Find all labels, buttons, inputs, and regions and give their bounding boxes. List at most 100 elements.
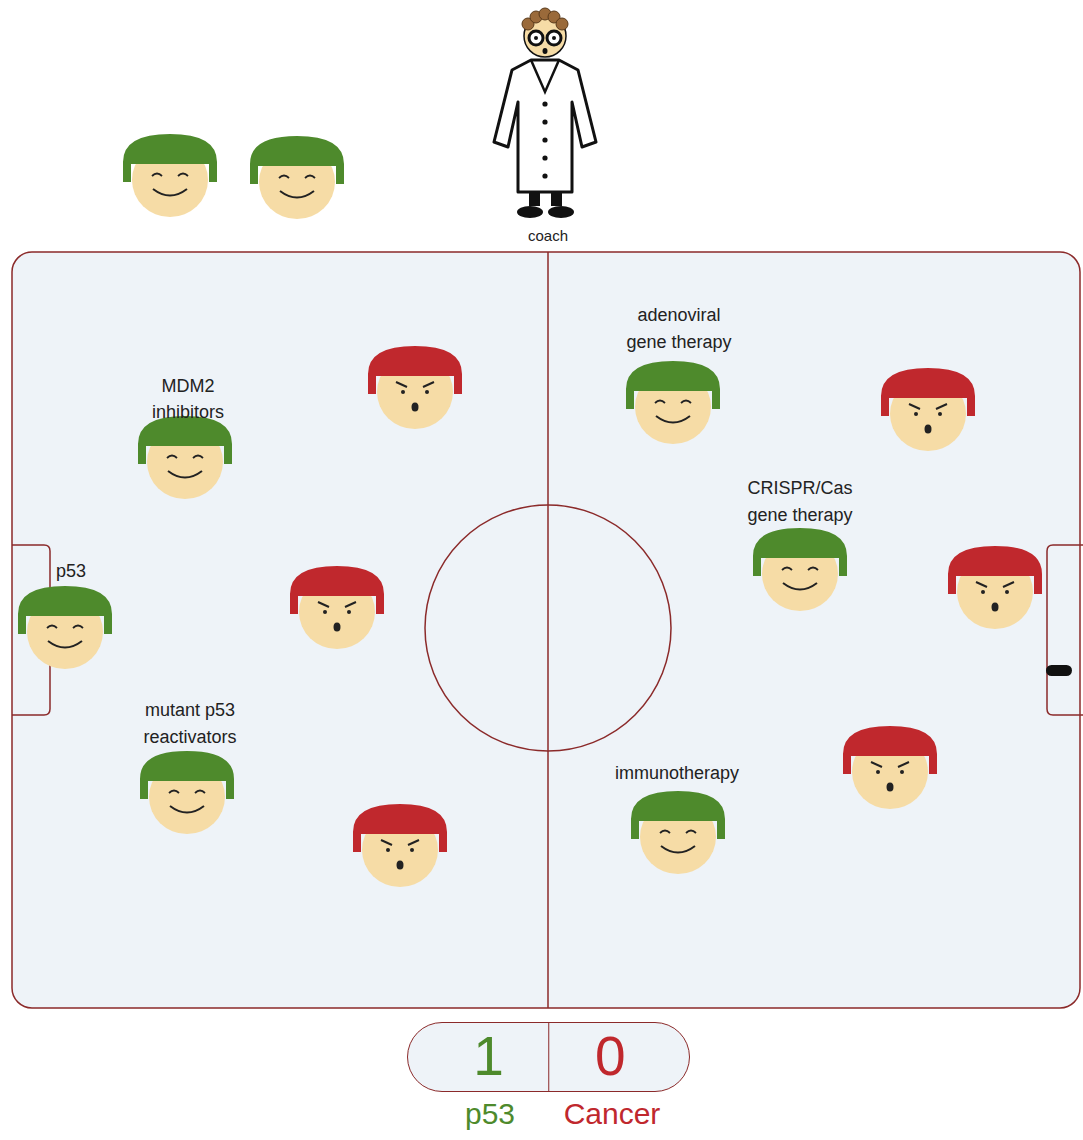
happy-eyes — [655, 401, 691, 404]
scoreboard: 10 — [407, 1022, 690, 1092]
angry-brows — [318, 602, 356, 607]
players — [18, 134, 1042, 887]
hair — [18, 586, 112, 634]
player-label: mutant p53 reactivators — [143, 700, 236, 747]
coat-button — [542, 155, 547, 160]
eye — [938, 412, 942, 416]
player-label: p53 — [56, 561, 86, 581]
eye — [1005, 590, 1009, 594]
lab-coat — [494, 60, 596, 192]
happy-eyes — [660, 831, 696, 834]
smile — [153, 189, 187, 196]
p53-team-player — [138, 416, 232, 499]
open-mouth — [412, 403, 419, 412]
cancer-team-player — [290, 566, 384, 649]
hair — [290, 566, 384, 614]
team-name: Cancer — [542, 1096, 682, 1132]
eye — [410, 848, 414, 852]
happy-eyes — [169, 791, 205, 794]
open-mouth — [992, 603, 999, 612]
cancer-team-player — [353, 804, 447, 887]
coach-hair — [522, 8, 568, 30]
smile — [280, 191, 314, 198]
player-label: adenoviral gene therapy — [620, 302, 738, 356]
coach-leg — [529, 192, 540, 206]
player-label: immunotherapy — [615, 763, 739, 783]
hair — [250, 136, 344, 184]
angry-brows — [381, 840, 419, 845]
score-number: 1 — [473, 1029, 504, 1084]
coat-button — [542, 101, 547, 106]
ball — [1046, 665, 1072, 676]
right-goal — [1047, 545, 1083, 715]
player-label: adenoviral gene therapy — [626, 305, 731, 352]
coat-button — [542, 137, 547, 142]
smile — [783, 583, 817, 590]
hair — [138, 416, 232, 464]
coat-button — [542, 173, 547, 178]
player-label: immunotherapy — [597, 760, 757, 786]
coach-shoe — [548, 206, 574, 218]
smile — [656, 416, 690, 423]
coach-glasses — [547, 31, 561, 45]
hair — [753, 528, 847, 576]
team-name: p53 — [465, 1097, 515, 1130]
happy-eyes — [782, 568, 818, 571]
p53-team-player — [631, 791, 725, 874]
hair — [140, 751, 234, 799]
hair — [123, 134, 217, 182]
hair — [368, 346, 462, 394]
cancer-team-player — [948, 546, 1042, 629]
score-number: 0 — [595, 1029, 626, 1084]
player-label: MDM2 inhibitors — [133, 373, 243, 425]
coach-shoe — [517, 206, 543, 218]
eye — [981, 590, 985, 594]
eye — [401, 390, 405, 394]
soccer-field — [12, 252, 1083, 1008]
angry-brows — [396, 382, 434, 387]
coach-figure — [494, 8, 596, 218]
happy-eyes — [47, 626, 83, 629]
p53-team-player — [18, 586, 112, 669]
open-mouth — [925, 425, 932, 434]
eye — [914, 412, 918, 416]
coat-button — [542, 119, 547, 124]
field-outline — [12, 252, 1080, 1008]
coach-leg — [551, 192, 562, 206]
smile — [48, 641, 82, 648]
score-divider — [548, 1023, 550, 1091]
team-name: Cancer — [564, 1097, 661, 1130]
coach-eye — [552, 36, 556, 40]
hair — [948, 546, 1042, 594]
player-label: CRISPR/Cas gene therapy — [738, 475, 863, 529]
cancer-team-player — [881, 368, 975, 451]
coach-label: coach — [528, 227, 568, 244]
open-mouth — [397, 861, 404, 870]
open-mouth — [334, 623, 341, 632]
angry-brows — [871, 762, 909, 767]
hair — [631, 791, 725, 839]
coach-label: coach — [503, 226, 593, 246]
coach-mouth — [543, 48, 548, 54]
hair — [881, 368, 975, 416]
player-label: MDM2 inhibitors — [152, 376, 224, 422]
center-circle — [425, 505, 671, 751]
player-label: p53 — [56, 560, 106, 582]
p53-team-player — [626, 361, 720, 444]
smile — [170, 806, 204, 813]
center-line — [547, 252, 549, 1008]
hair — [353, 804, 447, 852]
happy-eyes — [152, 174, 188, 177]
smile — [661, 846, 695, 853]
player-label: mutant p53 reactivators — [125, 697, 255, 751]
eye — [386, 848, 390, 852]
p53-team-player — [140, 751, 234, 834]
angry-brows — [909, 404, 947, 409]
coat-collar — [531, 60, 559, 92]
cancer-team-player — [843, 726, 937, 809]
eye — [347, 610, 351, 614]
coach-eye — [534, 36, 538, 40]
coach-glasses — [529, 31, 543, 45]
